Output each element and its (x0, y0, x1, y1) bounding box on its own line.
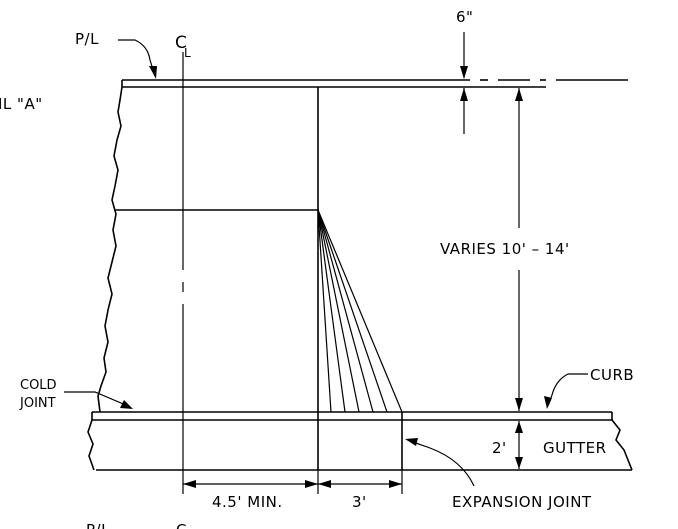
curb-flare-lines (317, 209, 403, 413)
leaders (64, 39, 588, 487)
curb-lines (91, 411, 613, 421)
gutter-dimension (515, 421, 523, 469)
varies-dimension-text: VARIES 10' – 14' (440, 240, 570, 258)
driveway-outline (114, 87, 319, 412)
gutter (87, 412, 633, 471)
gutter-label: GUTTER (543, 439, 607, 457)
left-break-edge (97, 86, 123, 413)
centerline-c-label: C (175, 33, 187, 53)
top-edge-lines (121, 79, 628, 88)
gutter-dimension-text: 2' (492, 439, 507, 457)
centerline-label-bottom: C (176, 521, 187, 529)
property-line-label-bottom: P/L (86, 521, 110, 529)
centerline-l-label: L (184, 46, 191, 60)
top-dimension-text: 6" (456, 8, 473, 26)
bottom-dimensions (183, 470, 403, 494)
varies-dimension (515, 88, 523, 411)
expansion-joint-label: EXPANSION JOINT (452, 493, 592, 511)
min-width-dimension-text: 4.5' MIN. (212, 493, 283, 511)
flare-dimension-text: 3' (352, 493, 367, 511)
property-line-label-top: P/L (75, 30, 99, 48)
detail-reference-label: IL "A" (0, 95, 43, 113)
cold-joint-label-line2: JOINT (19, 396, 56, 411)
curb-label: CURB (590, 366, 634, 384)
top-thickness-dimension (460, 32, 468, 134)
cold-joint-label-line1: COLD (20, 378, 57, 393)
